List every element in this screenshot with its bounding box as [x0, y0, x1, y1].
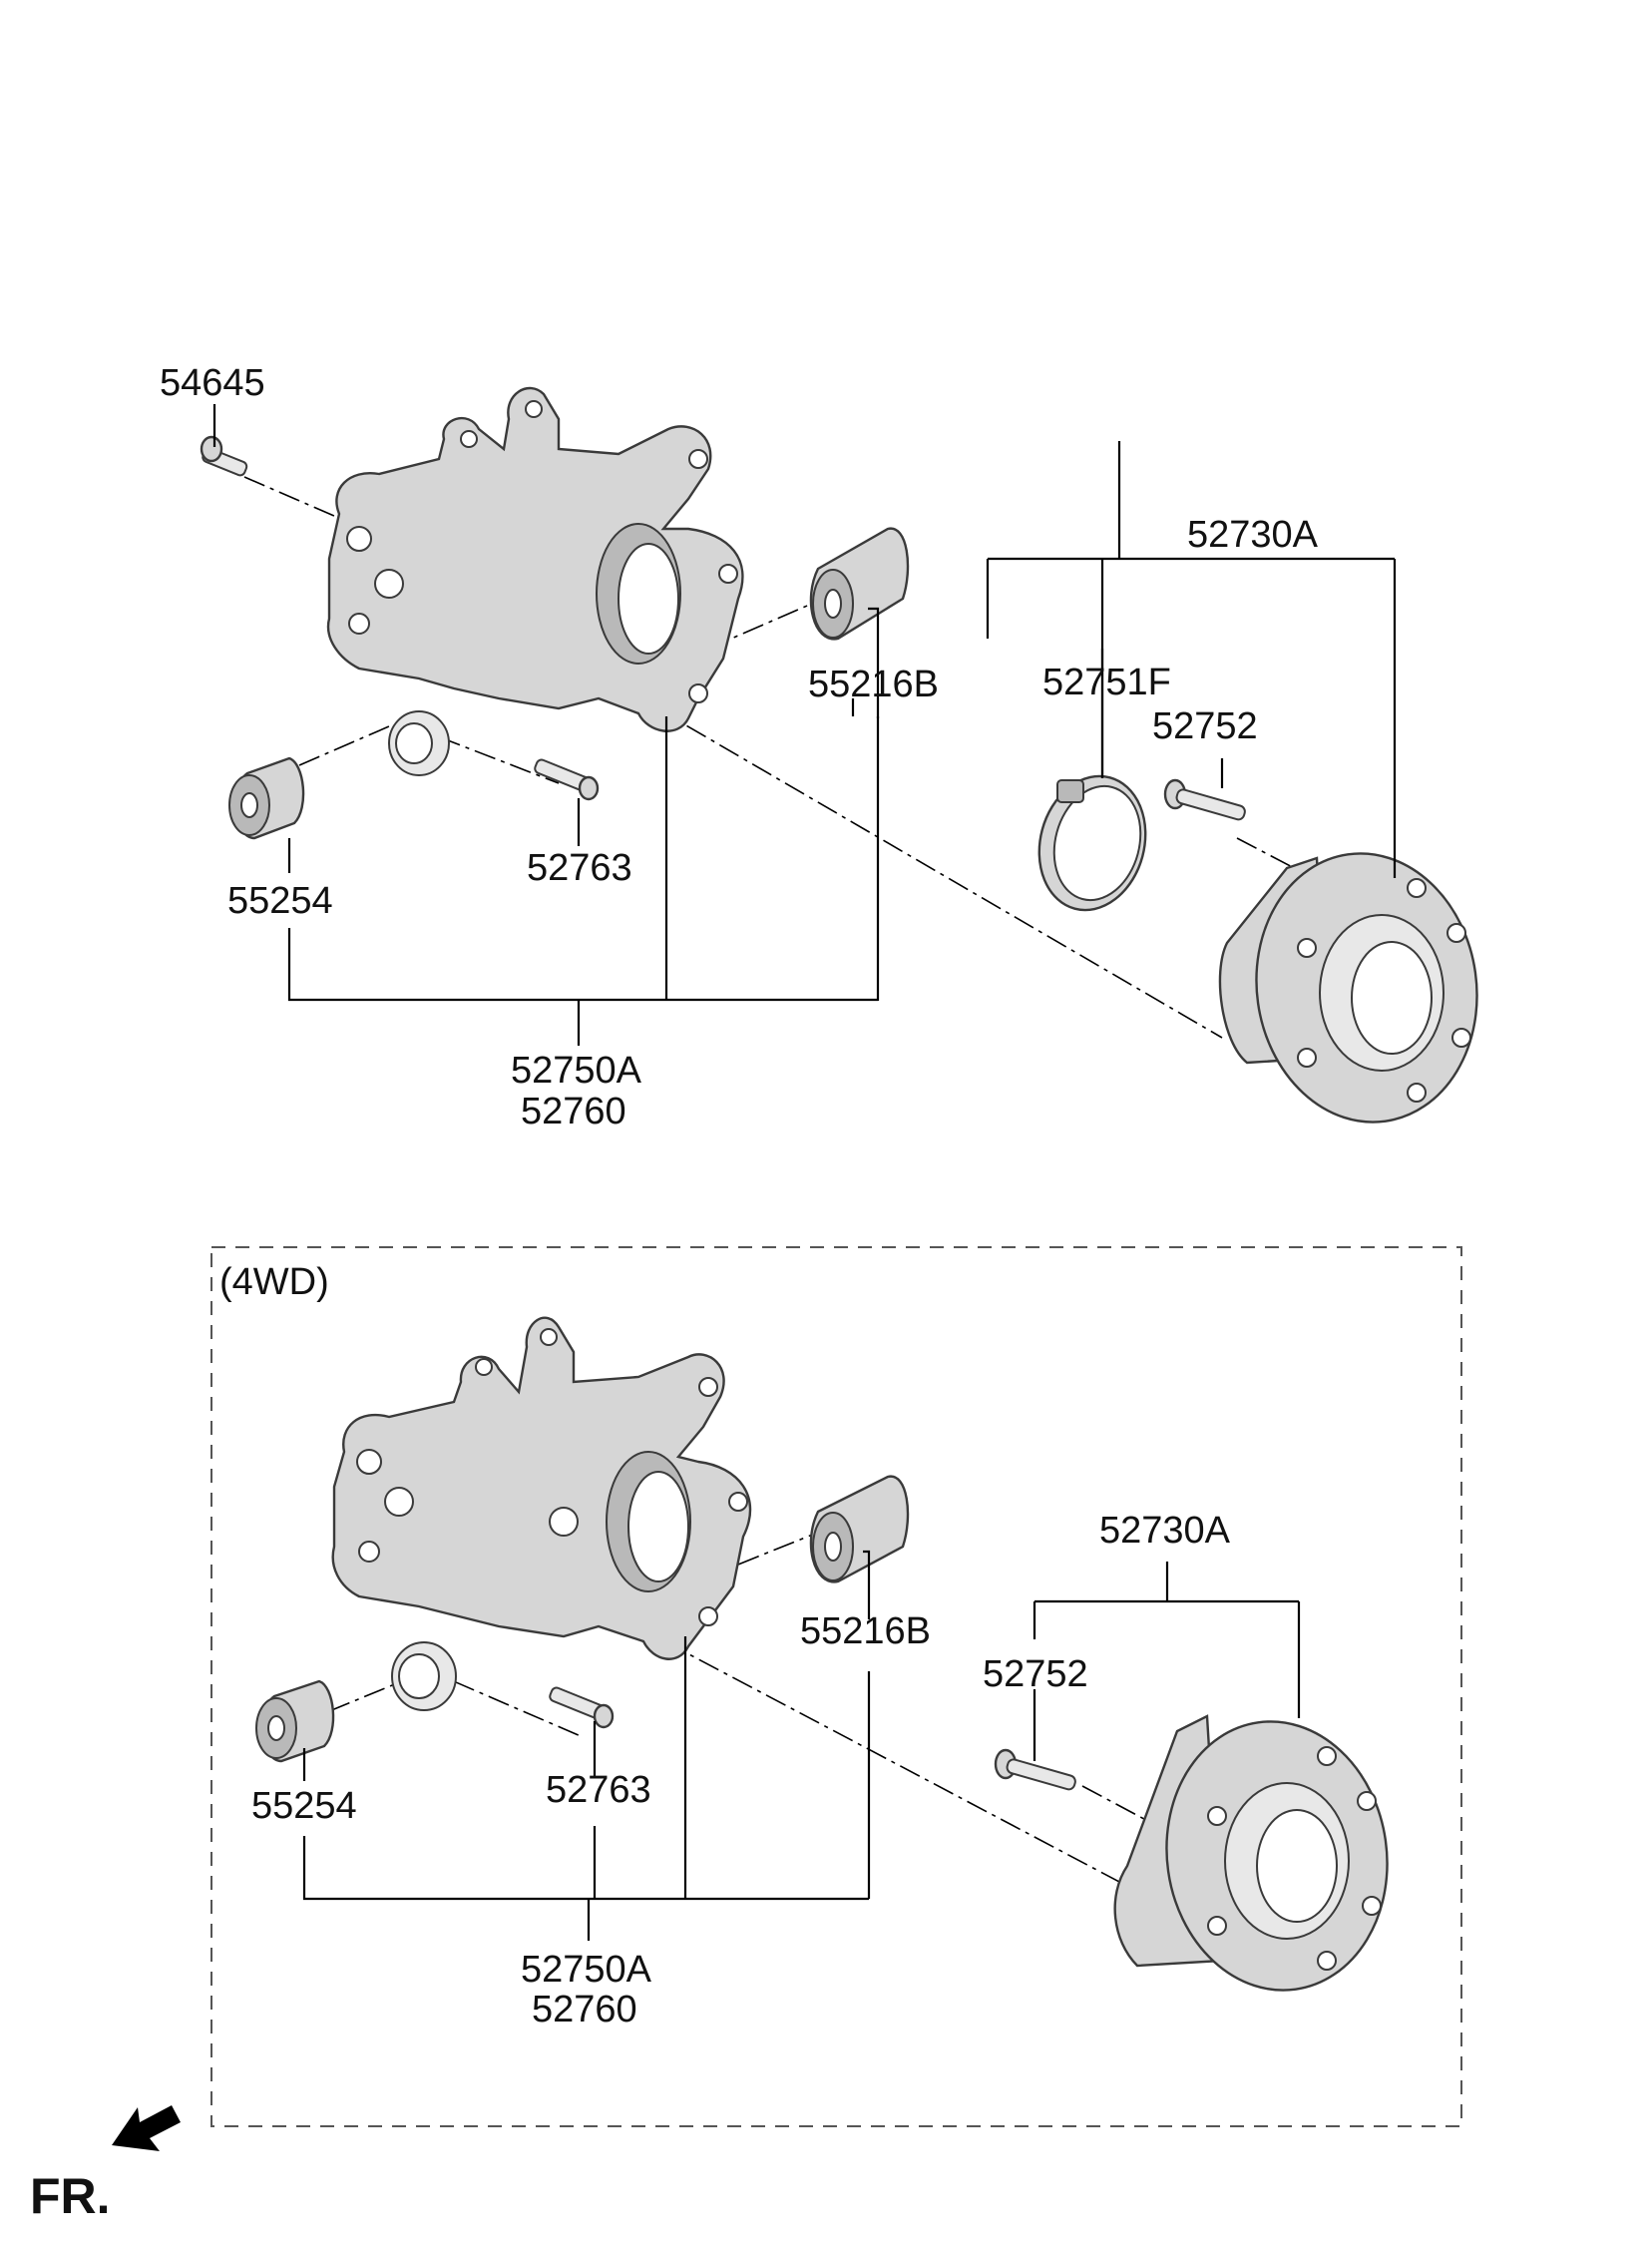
top-leaders — [212, 404, 1397, 1046]
bottom-labels: 52730A 52752 55216B 55254 52763 52750A 5… — [251, 1510, 1231, 2030]
label-55216B-top: 55216B — [808, 664, 939, 705]
knuckle-top — [326, 387, 744, 776]
bottom-leaders — [302, 1550, 1301, 1941]
label-52760-bottom: 52760 — [532, 1989, 637, 2030]
label-52730A-top: 52730A — [1187, 514, 1319, 556]
bushing-55254 — [228, 756, 305, 840]
hub-52730A — [1218, 852, 1478, 1124]
sensor-ring-52751F — [1037, 774, 1147, 912]
pin-52763-bottom — [549, 1686, 615, 1729]
front-direction-label: FR. — [30, 2168, 111, 2224]
label-55254-top: 55254 — [227, 880, 333, 922]
front-direction-indicator: FR. — [30, 2105, 181, 2224]
label-52763-top: 52763 — [527, 847, 632, 889]
bushing-55254-bottom — [255, 1679, 335, 1763]
bushing-55216B — [809, 527, 910, 641]
label-54645-top: 54645 — [160, 362, 265, 404]
label-52750A-bottom: 52750A — [521, 1949, 652, 1991]
label-52751F-top: 52751F — [1042, 662, 1171, 703]
label-52763-bottom: 52763 — [546, 1769, 651, 1811]
top-assembly: 54645 52730A 52751F 52752 55216B 55254 5… — [160, 362, 1478, 1132]
bushing-55216B-bottom — [809, 1475, 910, 1583]
front-arrow-icon — [112, 2105, 181, 2151]
group-title-4wd: (4WD) — [219, 1261, 329, 1303]
bolt-54645 — [200, 435, 248, 477]
label-52752-top: 52752 — [1152, 705, 1258, 747]
hub-bolt-52752-bottom — [994, 1748, 1076, 1791]
hub-bolt-52752 — [1163, 778, 1246, 821]
label-52750A-top: 52750A — [511, 1050, 642, 1092]
label-52730A-bottom: 52730A — [1099, 1510, 1231, 1552]
4wd-dashed-frame — [210, 1246, 1462, 2127]
label-52752-bottom: 52752 — [983, 1653, 1088, 1695]
pin-52763 — [534, 758, 600, 801]
label-52760-top: 52760 — [521, 1091, 626, 1132]
knuckle-bottom — [331, 1316, 752, 1711]
top-labels: 54645 52730A 52751F 52752 55216B 55254 5… — [160, 362, 1319, 1132]
hub-52730A-bottom — [1113, 1714, 1389, 1992]
label-55216B-bottom: 55216B — [800, 1610, 931, 1652]
label-55254-bottom: 55254 — [251, 1785, 357, 1827]
bottom-assembly-4wd: (4WD) — [210, 1246, 1462, 2127]
